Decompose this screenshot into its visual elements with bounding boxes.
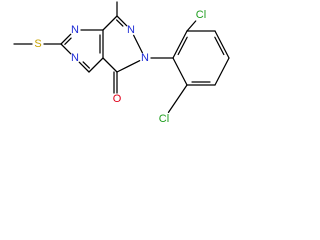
bond-n3-c4-inner (82, 61, 90, 69)
atom-label-n6: N (141, 52, 149, 64)
bond-c8a-c8 (102, 15, 118, 31)
bond-c8-n7-inner (116, 19, 124, 27)
bond-ph6-ph1 (172, 57, 188, 86)
bond-n7-n6 (133, 34, 143, 54)
bond-c2-n1 (60, 33, 72, 45)
bond-ph3-ph4-inner (214, 36, 225, 56)
atom-label-o: O (113, 93, 122, 105)
bond-c2-n3 (60, 43, 72, 55)
bond-c2-n1-inner (64, 37, 72, 45)
atom-label-cl-bottom: Cl (159, 113, 169, 125)
atom-label-n3: N (71, 52, 79, 64)
bond-n3-c4 (78, 61, 90, 73)
bond-n6-c5 (116, 60, 141, 73)
bond-c8-n7 (116, 15, 128, 27)
bond-layer (13, 1, 230, 113)
bond-ph6-cl-bottom (167, 84, 188, 113)
atom-label-s: S (34, 38, 41, 50)
bond-ph2-cl-top (186, 20, 197, 32)
bond-c5-c4a (102, 57, 118, 73)
bond-c4-c4a (88, 57, 104, 73)
bond-ph3-ph4 (214, 30, 230, 59)
bond-ph4-ph5 (214, 57, 230, 86)
atom-label-n1: N (71, 24, 79, 36)
atom-label-cl-top: Cl (196, 9, 206, 21)
bond-ph1-ph2-inner (177, 36, 188, 56)
bond-ph1-ph2 (172, 30, 188, 59)
atom-label-n7: N (127, 24, 135, 36)
